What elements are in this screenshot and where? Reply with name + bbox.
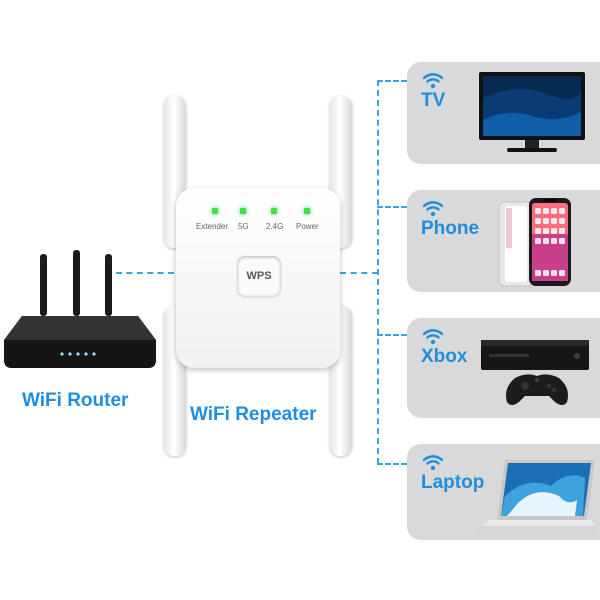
hub-to-phone-line [377,206,407,208]
wifi-icon [422,201,444,217]
led-extender [212,208,218,214]
device-label-tv: TV [421,90,446,111]
device-card-xbox: Xbox [407,318,600,418]
hub-vertical-line [377,80,379,464]
hub-to-laptop-line [377,463,407,465]
device-card-laptop: Laptop [407,444,600,540]
wps-button[interactable]: WPS [237,256,281,296]
hub-to-xbox-line [377,334,407,336]
wifi-icon [422,329,444,345]
repeater-caption: WiFi Repeater [190,404,317,425]
led-label-5g: 5G [238,222,249,231]
router-icon [4,250,156,368]
laptop-icon [472,460,597,534]
device-card-tv: TV [407,62,600,164]
router-caption: WiFi Router [22,390,129,411]
wifi-icon [422,455,444,471]
led-label-power: Power [296,222,319,231]
led-label-extender: Extender [196,222,229,231]
wifi-icon [422,73,444,89]
led-5g [240,208,246,214]
device-label-phone: Phone [421,218,480,239]
led-2-4g [271,208,277,214]
wifi-repeater: Extender 5G 2.4G Power WPS [176,188,340,368]
hub-to-tv-line [377,80,407,82]
repeater-to-hub-line [340,272,378,274]
led-label-2-4g: 2.4G [266,222,284,231]
tv-icon [479,72,585,152]
xbox-icon [481,340,589,405]
router-to-repeater-line [116,272,174,274]
led-power [304,208,310,214]
phone-icon [498,198,571,287]
device-card-phone: Phone [407,190,600,292]
device-label-xbox: Xbox [421,346,468,367]
device-label-laptop: Laptop [421,472,485,493]
wifi-router [0,250,160,375]
